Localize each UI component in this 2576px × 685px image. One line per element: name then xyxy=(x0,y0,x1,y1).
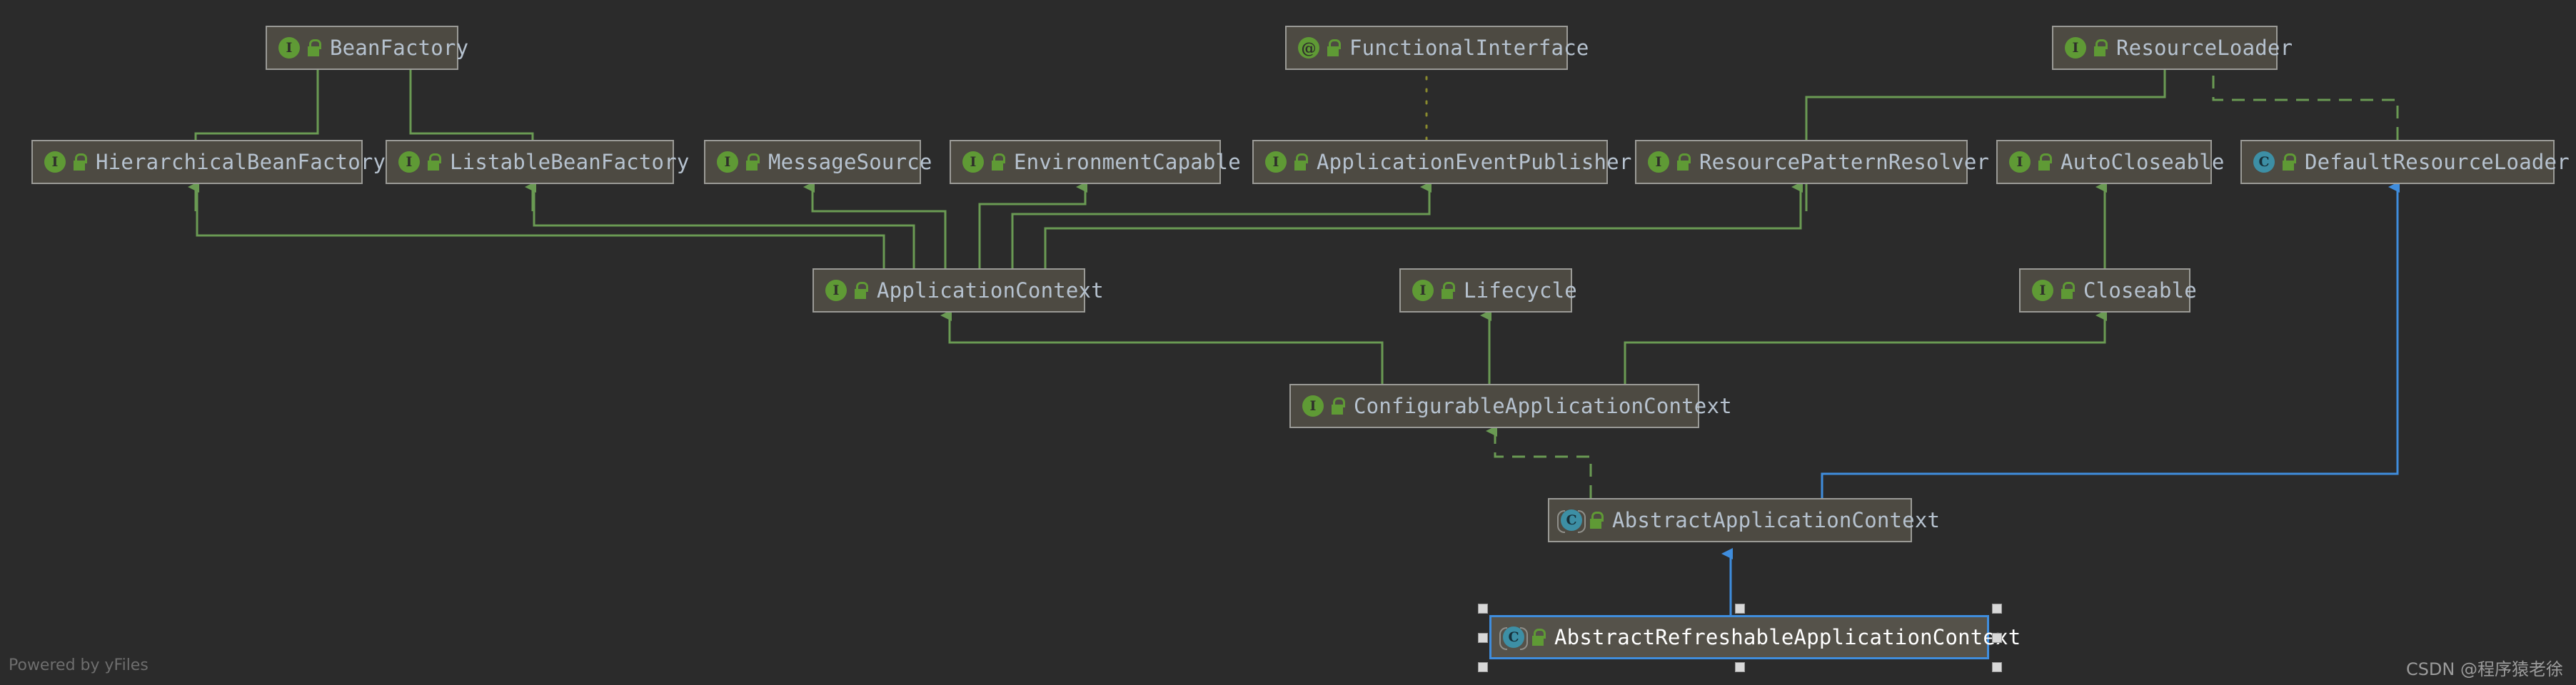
powered-by-label: Powered by yFiles xyxy=(9,656,149,674)
node-lifecycle[interactable]: I Lifecycle xyxy=(1399,268,1577,313)
node-configurableapplicationcontext[interactable]: I ConfigurableApplicationContext xyxy=(1289,384,1732,428)
node-label: ApplicationContext xyxy=(877,278,1104,303)
node-label: Lifecycle xyxy=(1464,278,1577,303)
public-lock-icon xyxy=(744,153,760,171)
interface-icon: I xyxy=(43,150,67,174)
node-closeable[interactable]: I Closeable xyxy=(2019,268,2197,313)
node-abstractapplicationcontext[interactable]: C AbstractApplicationContext xyxy=(1548,498,1940,542)
node-functionalinterface[interactable]: @ FunctionalInterface xyxy=(1285,26,1589,70)
public-lock-icon xyxy=(2059,282,2075,299)
selection-handle-ne[interactable] xyxy=(1992,604,2002,614)
public-lock-icon xyxy=(2280,153,2296,171)
edge-abstractapplicationcontext-configurableapplicationcontext xyxy=(1486,425,1592,498)
public-lock-icon xyxy=(1675,153,1691,171)
node-label: Closeable xyxy=(2083,278,2197,303)
node-label: AutoCloseable xyxy=(2061,150,2225,174)
public-lock-icon xyxy=(1530,629,1546,646)
interface-icon: I xyxy=(2063,36,2088,60)
class-icon: C xyxy=(2252,150,2276,174)
node-applicationeventpublisher[interactable]: I ApplicationEventPublisher xyxy=(1252,140,1631,184)
public-lock-icon xyxy=(1439,282,1455,299)
edge-applicationcontext-listablebeanfactory xyxy=(525,181,915,268)
node-label: EnvironmentCapable xyxy=(1014,150,1241,174)
selection-handle-s[interactable] xyxy=(1735,662,1745,672)
interface-icon: I xyxy=(2031,278,2055,303)
node-resourcepatternresolver[interactable]: I ResourcePatternResolver xyxy=(1635,140,1989,184)
node-defaultresourceloader[interactable]: C DefaultResourceLoader xyxy=(2240,140,2570,184)
node-label: ResourcePatternResolver xyxy=(1699,150,1990,174)
selection-handle-se[interactable] xyxy=(1992,662,2002,672)
public-lock-icon xyxy=(1292,153,1308,171)
node-abstractrefreshableapplicationcontext[interactable]: C AbstractRefreshableApplicationContext xyxy=(1489,615,2021,659)
node-label: AbstractApplicationContext xyxy=(1612,508,1941,532)
node-label: BeanFactory xyxy=(330,36,469,60)
interface-icon: I xyxy=(2008,150,2032,174)
public-lock-icon xyxy=(306,39,321,56)
interface-icon: I xyxy=(961,150,985,174)
node-label: FunctionalInterface xyxy=(1349,36,1589,60)
csdn-watermark: CSDN @程序猿老徐 xyxy=(2405,659,2563,679)
node-label: ResourceLoader xyxy=(2116,36,2293,60)
interface-icon: I xyxy=(1646,150,1671,174)
edge-applicationcontext-messagesource xyxy=(803,181,947,268)
edge-applicationcontext-environmentcapable xyxy=(978,181,1087,268)
edge-applicationcontext-hierarchicalbeanfactory xyxy=(188,181,885,268)
public-lock-icon xyxy=(852,282,868,299)
selection-handle-n[interactable] xyxy=(1735,604,1745,614)
node-beanfactory[interactable]: I BeanFactory xyxy=(266,26,468,70)
node-autocloseable[interactable]: I AutoCloseable xyxy=(1996,140,2224,184)
public-lock-icon xyxy=(1329,397,1345,415)
node-resourceloader[interactable]: I ResourceLoader xyxy=(2052,26,2293,70)
edge-listablebeanfactory-beanfactory xyxy=(401,46,534,211)
edge-hierarchicalbeanfactory-beanfactory xyxy=(194,46,320,211)
public-lock-icon xyxy=(990,153,1005,171)
interface-icon: I xyxy=(1411,278,1435,303)
interface-icon: I xyxy=(397,150,421,174)
annotation-icon: @ xyxy=(1297,36,1321,60)
node-label: DefaultResourceLoader xyxy=(2305,150,2570,174)
abstract-class-icon: C xyxy=(1557,508,1586,533)
node-listablebeanfactory[interactable]: I ListableBeanFactory xyxy=(386,140,689,184)
public-lock-icon xyxy=(71,153,87,171)
public-lock-icon xyxy=(1588,512,1604,529)
edge-applicationcontext-resourcepatternresolver xyxy=(1044,181,1803,268)
node-label: ApplicationEventPublisher xyxy=(1317,150,1632,174)
public-lock-icon xyxy=(1325,39,1341,56)
edge-configurableapplicationcontext-applicationcontext xyxy=(940,310,1384,384)
node-messagesource[interactable]: I MessageSource xyxy=(704,140,932,184)
node-label: ListableBeanFactory xyxy=(450,150,690,174)
edge-abstractapplicationcontext-defaultresourceloader xyxy=(1821,181,2400,498)
edge-resourcepatternresolver-resourceloader xyxy=(1805,46,2167,211)
interface-icon: I xyxy=(824,278,848,303)
node-environmentcapable[interactable]: I EnvironmentCapable xyxy=(950,140,1241,184)
public-lock-icon xyxy=(2036,153,2052,171)
interface-icon: I xyxy=(1301,394,1325,418)
edge-applicationcontext-applicationeventpublisher xyxy=(1011,181,1432,268)
node-hierarchicalbeanfactory[interactable]: I HierarchicalBeanFactory xyxy=(31,140,386,184)
public-lock-icon xyxy=(2092,39,2108,56)
selection-handle-nw[interactable] xyxy=(1478,604,1488,614)
node-label: MessageSource xyxy=(768,150,932,174)
node-label: ConfigurableApplicationContext xyxy=(1354,394,1732,418)
selection-handle-sw[interactable] xyxy=(1478,662,1488,672)
edge-configurableapplicationcontext-closeable xyxy=(1624,310,2107,384)
selection-handle-e[interactable] xyxy=(1992,633,2002,643)
node-label: HierarchicalBeanFactory xyxy=(96,150,386,174)
selection-handle-w[interactable] xyxy=(1478,633,1488,643)
interface-icon: I xyxy=(1264,150,1288,174)
interface-icon: I xyxy=(277,36,301,60)
public-lock-icon xyxy=(426,153,441,171)
interface-icon: I xyxy=(715,150,740,174)
abstract-class-icon: C xyxy=(1499,625,1528,650)
node-label: AbstractRefreshableApplicationContext xyxy=(1554,625,2021,649)
node-applicationcontext[interactable]: I ApplicationContext xyxy=(812,268,1104,313)
